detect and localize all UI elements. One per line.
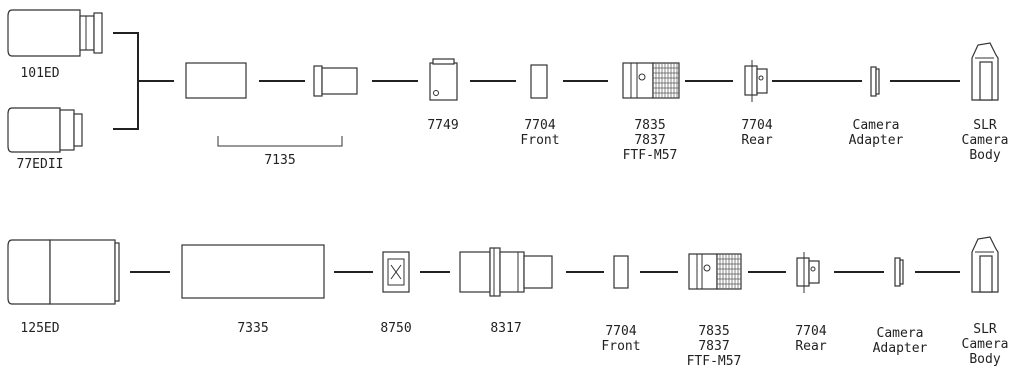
- label-line: 7704: [605, 324, 637, 339]
- label-line: Camera: [852, 118, 900, 133]
- slr-camera-body-drawing: [971, 42, 999, 101]
- merge-connector: [113, 32, 174, 130]
- part-8750: [382, 251, 410, 293]
- label-line: FTF-M57: [622, 148, 678, 163]
- scope-77edii-drawing: [7, 107, 83, 153]
- label-7749: 7749: [427, 118, 459, 133]
- part-camera-adapter: [870, 66, 880, 97]
- label-line: Rear: [795, 339, 827, 354]
- label-line: Camera: [876, 326, 924, 341]
- label-8750: 8750: [380, 321, 412, 336]
- label-ftf: 7835 7837 FTF-M57: [595, 118, 705, 163]
- part-7749: [429, 58, 458, 101]
- label-8317: 8317: [490, 321, 522, 336]
- label-7704-rear: 7704 Rear: [702, 118, 812, 148]
- label-line: Body: [969, 148, 1001, 163]
- part-camera-adapter-2: [894, 257, 904, 287]
- label-line: 7704: [741, 118, 773, 133]
- label-line: Adapter: [872, 341, 928, 356]
- label-line: Body: [969, 352, 1001, 367]
- part-7704-front: [530, 64, 548, 99]
- label-line: Adapter: [848, 133, 904, 148]
- part-ftf-focuser-2: [688, 253, 742, 290]
- part-8317: [459, 247, 553, 297]
- label-line: Camera: [961, 133, 1009, 148]
- scope-125ed-drawing: [7, 239, 120, 305]
- label-line: Rear: [741, 133, 773, 148]
- label-line: 7835: [698, 324, 730, 339]
- part-7135-body: [185, 62, 247, 99]
- label-camera-adapter-2: Camera Adapter: [845, 326, 955, 356]
- label-line: FTF-M57: [686, 354, 742, 369]
- label-line: SLR: [973, 118, 997, 133]
- label-line: 7837: [698, 339, 730, 354]
- label-line: SLR: [973, 322, 997, 337]
- label-line: Front: [601, 339, 641, 354]
- bracket-7135: [217, 136, 343, 147]
- label-camera-adapter: Camera Adapter: [821, 118, 931, 148]
- label-line: 7837: [634, 133, 666, 148]
- part-ftf-focuser: [622, 62, 680, 99]
- scope-101ed-drawing: [7, 9, 103, 57]
- label-101ed: 101ED: [20, 66, 60, 81]
- label-slr-camera-body-2: SLR Camera Body: [930, 322, 1019, 367]
- label-125ed: 125ED: [20, 321, 60, 336]
- slr-camera-body-drawing-2: [971, 236, 999, 293]
- label-line: 7704: [795, 324, 827, 339]
- label-7704-front-2: 7704 Front: [566, 324, 676, 354]
- label-7704-rear-2: 7704 Rear: [756, 324, 866, 354]
- label-line: 7704: [524, 118, 556, 133]
- part-7135-sleeve: [313, 65, 358, 97]
- label-line: 7835: [634, 118, 666, 133]
- label-line: Camera: [961, 337, 1009, 352]
- label-7135: 7135: [264, 153, 296, 168]
- label-7335: 7335: [237, 321, 269, 336]
- label-slr-camera-body: SLR Camera Body: [930, 118, 1019, 163]
- part-7704-rear-2: [796, 252, 820, 293]
- part-7704-rear: [744, 60, 768, 102]
- label-77edii: 77EDII: [16, 157, 64, 172]
- label-7704-front: 7704 Front: [485, 118, 595, 148]
- label-ftf-2: 7835 7837 FTF-M57: [659, 324, 769, 369]
- part-7704-front-2: [613, 255, 629, 289]
- label-line: Front: [520, 133, 560, 148]
- part-7335: [181, 244, 325, 299]
